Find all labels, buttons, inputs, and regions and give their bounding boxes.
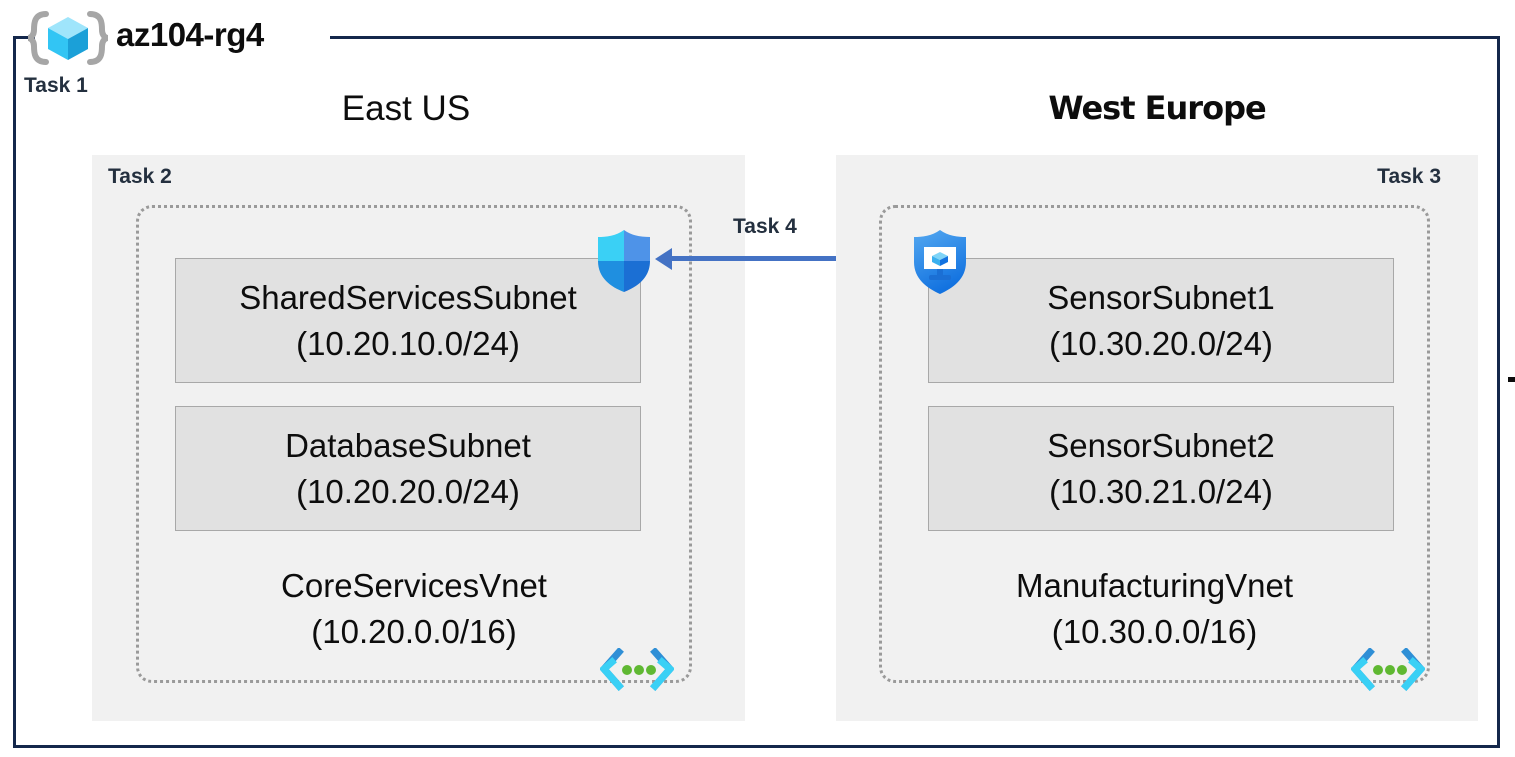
resource-group-frame: [13, 36, 1500, 748]
task-4-label: Task 4: [733, 215, 797, 238]
task-2-label: Task 2: [108, 165, 172, 188]
vnet-name: CoreServicesVnet: [281, 567, 547, 604]
resource-group-cube-icon: [24, 10, 112, 66]
subnet-database: DatabaseSubnet (10.20.20.0/24): [175, 406, 641, 531]
subnet-sensor-1: SensorSubnet1 (10.30.20.0/24): [928, 258, 1394, 383]
vnet-cidr: (10.20.0.0/16): [311, 612, 517, 650]
subnet-name: SensorSubnet1: [1047, 278, 1275, 316]
resource-group-title: az104-rg4: [116, 16, 264, 53]
shield-firewall-icon: [594, 228, 654, 294]
task-1-label: Task 1: [24, 74, 88, 97]
resource-group-frame-top-right: [330, 36, 1500, 39]
region-title-east-us: East US: [341, 89, 471, 128]
peering-arrow-head: [655, 248, 672, 270]
subnet-name: SensorSubnet2: [1047, 426, 1275, 464]
edge-tick-mark: [1508, 377, 1515, 382]
vnet-caption-core-services: CoreServicesVnet (10.20.0.0/16): [136, 563, 692, 654]
subnet-name: DatabaseSubnet: [285, 426, 531, 464]
task-3-label: Task 3: [1377, 165, 1441, 188]
region-title-west-europe: West Europe: [1048, 89, 1266, 127]
virtual-network-icon: [599, 647, 675, 694]
subnet-name: SharedServicesSubnet: [239, 278, 577, 316]
subnet-sensor-2: SensorSubnet2 (10.30.21.0/24): [928, 406, 1394, 531]
peering-arrow-line: [667, 256, 910, 261]
resource-group-frame-top-left: [13, 36, 35, 39]
subnet-cidr: (10.30.21.0/24): [1049, 472, 1273, 510]
subnet-cidr: (10.20.20.0/24): [296, 472, 520, 510]
shield-bastion-icon: [909, 228, 971, 296]
subnet-cidr: (10.30.20.0/24): [1049, 324, 1273, 362]
vnet-box-core-services: [136, 205, 692, 683]
virtual-network-icon: [1350, 647, 1426, 694]
vnet-cidr: (10.30.0.0/16): [1051, 612, 1258, 650]
subnet-shared-services: SharedServicesSubnet (10.20.10.0/24): [175, 258, 641, 383]
vnet-caption-manufacturing: ManufacturingVnet (10.30.0.0/16): [879, 563, 1430, 654]
vnet-name: ManufacturingVnet: [1015, 567, 1293, 604]
subnet-cidr: (10.20.10.0/24): [296, 324, 520, 362]
vnet-box-manufacturing: [879, 205, 1430, 683]
